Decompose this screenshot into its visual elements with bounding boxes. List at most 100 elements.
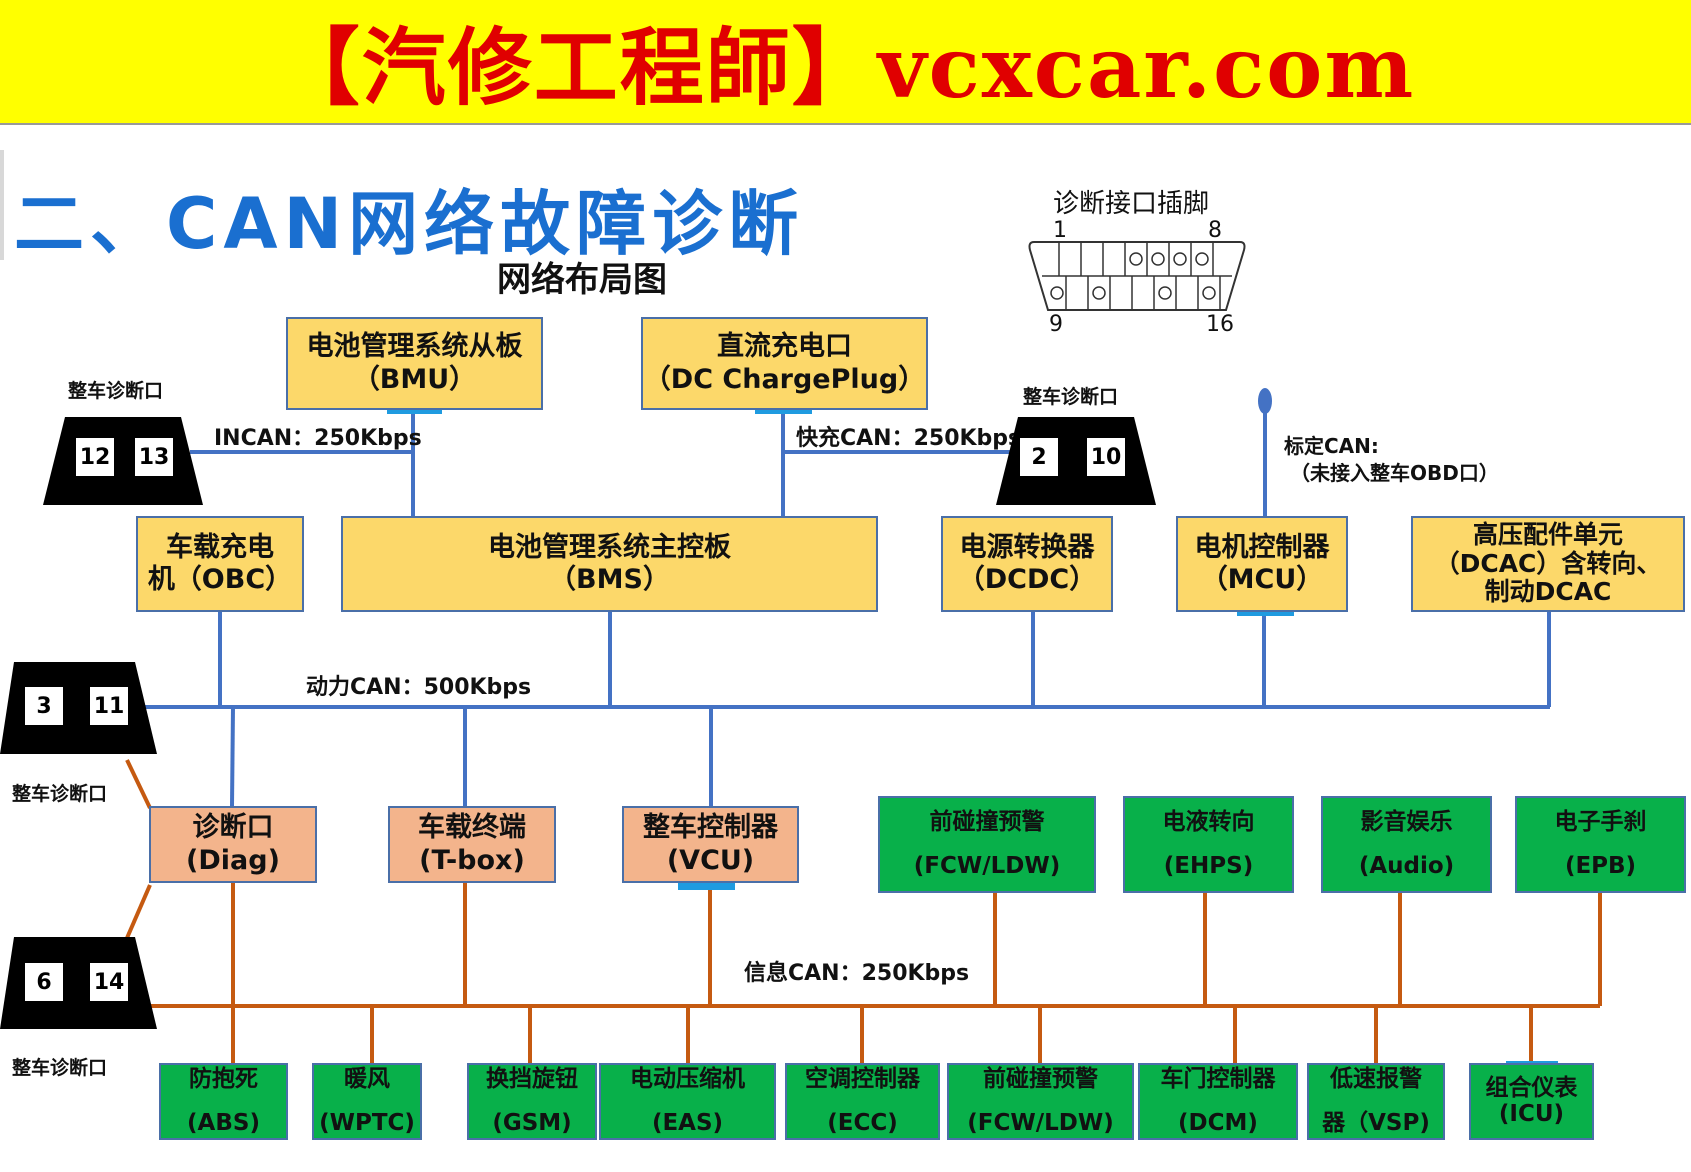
obd-pin-number: 9 [1049,312,1063,337]
diag-port-label: 整车诊断口 [68,380,164,402]
obd-pin-number: 16 [1206,312,1234,337]
module-tbox: 车载终端 (T-box) [388,806,556,883]
module-label: （BMU） [352,363,477,395]
diag-port-3-11: 3 11 [0,662,157,754]
module-label: 电液转向 [1162,808,1255,835]
banner-text: 【汽修工程師】vcxcar.com [275,18,1416,117]
module-label: (ICU) [1498,1100,1565,1127]
port-pin: 6 [25,963,63,1001]
module-label: 组合仪表 [1485,1075,1578,1102]
module-fcw-ldw-lower: 前碰撞预警 (FCW/LDW) [947,1063,1134,1140]
module-label: 电动压缩机 [630,1065,745,1092]
module-label: 电池管理系统从板 [306,331,523,363]
module-label: 车载充电 [166,531,274,563]
module-icu: 组合仪表 (ICU) [1469,1063,1594,1140]
obd-pin-number: 1 [1053,218,1067,243]
module-label: 影音娱乐 [1360,808,1453,835]
module-label: (T-box) [419,844,525,876]
diag-port-2-10: 2 10 [996,417,1156,505]
fast-can-label: 快充CAN：250Kbps [796,426,1022,451]
module-label: （DC ChargePlug） [643,363,926,395]
diag-port-label: 整车诊断口 [12,1057,108,1079]
module-audio: 影音娱乐 (Audio) [1321,796,1492,893]
module-dcm: 车门控制器 (DCM) [1138,1063,1298,1140]
port-pin: 12 [76,438,114,476]
module-label: (Audio) [1358,852,1455,879]
module-label: 电池管理系统主控板 [488,531,731,563]
module-label: 暖风 [344,1065,390,1092]
module-label: 制动DCAC [1484,577,1612,607]
module-dcac: 高压配件单元 （DCAC）含转向、 制动DCAC [1411,516,1685,612]
module-epb: 电子手刹 (EPB) [1515,796,1686,893]
module-label: （MCU） [1200,564,1324,595]
obd-pinout-title: 诊断接口插脚 [1053,189,1210,219]
module-label: 机（OBC） [147,564,293,595]
slide-left-accent [0,150,4,260]
module-label: 防抱死 [189,1065,258,1092]
module-fcw-ldw-upper: 前碰撞预警 (FCW/LDW) [878,796,1096,893]
module-label: (EPB) [1564,852,1637,879]
diag-port-12-13: 12 13 [43,417,203,505]
module-label: 空调控制器 [805,1065,920,1092]
diagram-subtitle: 网络布局图 [497,260,667,300]
module-wptc: 暖风 (WPTC) [312,1063,422,1140]
port-pin: 13 [135,438,173,476]
module-label: （DCAC）含转向、 [1434,548,1662,578]
module-label: 整车控制器 [643,812,778,844]
module-bms: 电池管理系统主控板 （BMS） [341,516,878,612]
module-label: (GSM) [492,1109,572,1136]
module-dcdc: 电源转换器 （DCDC） [941,516,1113,612]
obd-connector-diagram [1028,241,1246,311]
module-vcu: 整车控制器 (VCU) [622,806,799,883]
incan-label: INCAN：250Kbps [214,426,422,451]
module-label: (DCM) [1178,1109,1258,1136]
module-label: 车载终端 [418,812,526,844]
module-label: （DCDC） [957,564,1097,595]
port-pin: 11 [90,687,128,725]
module-dc-chargeplug: 直流充电口 （DC ChargePlug） [641,317,928,410]
module-eas: 电动压缩机 (EAS) [599,1063,776,1140]
module-label: 电源转换器 [959,531,1095,563]
page-title: 二、CAN网络故障诊断 [14,183,805,265]
module-label: (FCW/LDW) [913,852,1061,879]
calib-can-label: 标定CAN: [1284,434,1379,458]
info-can-label: 信息CAN：250Kbps [744,961,970,986]
module-label: (ECC) [827,1109,898,1136]
module-label: (EAS) [651,1109,724,1136]
module-label: (VCU) [666,844,755,876]
module-obc: 车载充电 机（OBC） [136,516,304,612]
module-diag: 诊断口 (Diag) [149,806,317,883]
module-label: 电机控制器 [1194,531,1330,563]
module-bmu: 电池管理系统从板 （BMU） [286,317,543,410]
module-abs: 防抱死 (ABS) [159,1063,288,1140]
port-pin: 2 [1020,438,1058,476]
module-label: 器（VSP) [1322,1109,1430,1136]
module-ecc: 空调控制器 (ECC) [785,1063,940,1140]
calib-can-note: （未接入整车OBD口） [1290,461,1499,485]
module-label: 前碰撞预警 [929,808,1045,835]
obd-pin-number: 8 [1208,218,1222,243]
module-ehps: 电液转向 (EHPS) [1123,796,1294,893]
module-label: 高压配件单元 [1472,519,1623,549]
module-label: 前碰撞预警 [983,1065,1098,1092]
module-label: (FCW/LDW) [967,1109,1114,1136]
module-gsm: 换挡旋钮 (GSM) [467,1063,597,1140]
module-label: (WPTC) [319,1109,415,1136]
module-label: 直流充电口 [717,331,852,363]
module-label: (Diag) [186,844,280,876]
module-label: 诊断口 [192,812,274,844]
module-label: 低速报警 [1330,1065,1422,1092]
module-label: 电子手刹 [1554,808,1647,835]
module-label: （BMS） [549,564,670,595]
module-label: (EHPS) [1163,852,1254,879]
module-vsp: 低速报警 器（VSP) [1307,1063,1445,1140]
port-pin: 3 [25,687,63,725]
module-label: 车门控制器 [1160,1065,1276,1092]
header-banner: 【汽修工程師】vcxcar.com [0,0,1691,125]
module-mcu: 电机控制器 （MCU） [1176,516,1348,612]
module-label: 换挡旋钮 [486,1065,578,1092]
diag-port-label: 整车诊断口 [12,783,108,805]
port-pin: 14 [90,963,128,1001]
power-can-label: 动力CAN：500Kbps [306,675,532,700]
diag-port-label: 整车诊断口 [1023,386,1119,408]
